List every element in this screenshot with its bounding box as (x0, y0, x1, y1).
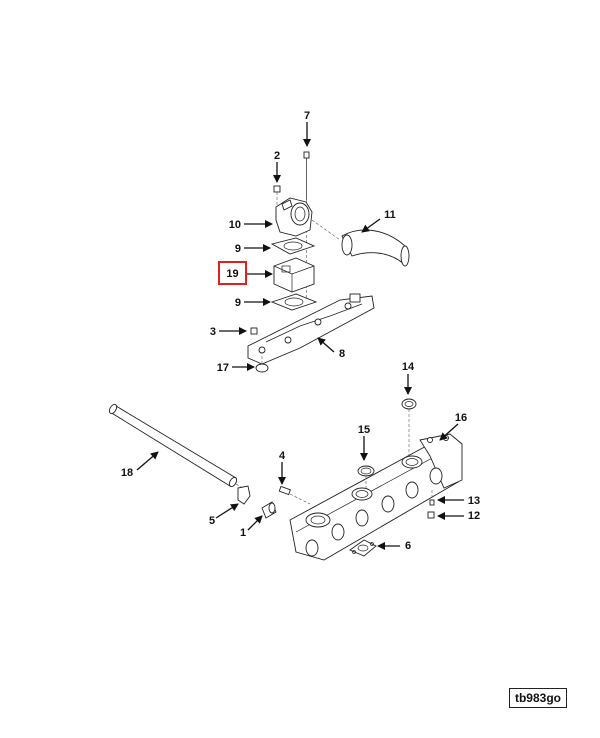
plate-part-8 (247, 293, 375, 365)
callout-5: 5 (209, 515, 215, 527)
gasket-part-6 (349, 539, 377, 557)
callout-17: 17 (217, 362, 229, 374)
seal-ring-part-14 (401, 398, 417, 410)
callout-2: 2 (274, 150, 280, 162)
callout-18: 18 (121, 467, 133, 479)
leader-arrows (136, 122, 464, 550)
gasket-part-9-upper (270, 237, 316, 255)
callout-15: 15 (358, 424, 370, 436)
callout-10: 10 (229, 219, 241, 231)
callout-8: 8 (339, 348, 345, 360)
dowel-part-4 (278, 485, 311, 505)
callout-6: 6 (405, 540, 411, 552)
bolt-part-3 (250, 327, 258, 335)
callout-19: 19 (226, 268, 238, 280)
seal-ring-part-15 (357, 465, 375, 477)
gasket-part-9-lower (270, 293, 318, 311)
figure-reference-id: tb983go (509, 688, 567, 708)
bolt-part-12 (427, 511, 435, 519)
callout-14: 14 (402, 361, 415, 373)
callout-12: 12 (468, 510, 480, 522)
callout-16: 16 (455, 412, 467, 424)
callout-3: 3 (210, 326, 216, 338)
callout-19-highlight-box (218, 261, 247, 285)
callout-1: 1 (240, 527, 246, 539)
manifold-part-16 (289, 409, 463, 561)
callout-4: 4 (279, 450, 286, 462)
fitting-part-1 (261, 501, 277, 519)
spacer-part-19 (273, 257, 315, 293)
nut-part-2 (273, 185, 281, 215)
callout-9-upper: 9 (235, 243, 241, 255)
callout-13: 13 (468, 495, 480, 507)
pipe-part-11 (311, 219, 410, 267)
callout-11: 11 (384, 209, 396, 221)
elbow-part-5 (237, 485, 251, 505)
bolt-part-13 (429, 490, 435, 506)
cap-part-17 (255, 356, 269, 373)
housing-part-10 (275, 197, 313, 237)
callout-9-lower: 9 (235, 297, 241, 309)
tube-part-18 (108, 403, 251, 493)
callout-7: 7 (304, 110, 310, 122)
